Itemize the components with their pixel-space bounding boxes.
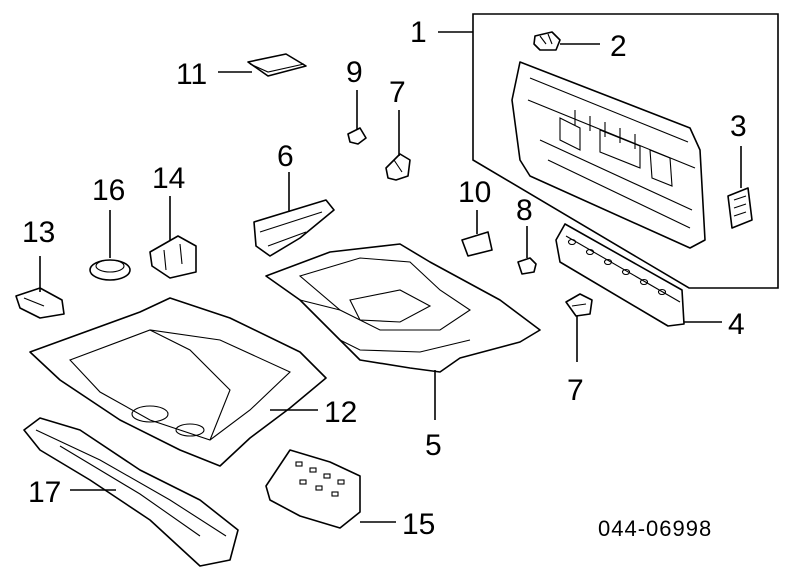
part-12-main-floor-pan xyxy=(29,297,327,467)
callout-7-upper: 7 xyxy=(389,76,406,109)
callout-17: 17 xyxy=(28,476,61,509)
callout-9: 9 xyxy=(346,56,363,89)
part-14-bracket xyxy=(149,196,197,279)
part-11-pad xyxy=(218,53,307,77)
callout-11: 11 xyxy=(176,58,207,91)
callout-4: 4 xyxy=(728,308,745,341)
part-2-clip xyxy=(533,31,600,51)
callout-7-lower: 7 xyxy=(567,374,584,407)
callout-12: 12 xyxy=(324,396,357,429)
part-16-grommet xyxy=(89,210,131,281)
diagram-code: 044-06998 xyxy=(598,516,712,541)
callout-16: 16 xyxy=(92,174,125,207)
callout-6: 6 xyxy=(277,140,294,173)
part-7-bracket-lower xyxy=(565,293,593,362)
callout-10: 10 xyxy=(458,176,491,209)
callout-13: 13 xyxy=(22,216,55,249)
part-9-bracket xyxy=(347,90,367,145)
part-13-bracket xyxy=(15,256,65,319)
part-6-side-rail xyxy=(253,172,335,257)
part-3-bracket xyxy=(727,146,753,229)
callout-14: 14 xyxy=(152,162,185,195)
callout-2: 2 xyxy=(610,30,627,63)
callout-1: 1 xyxy=(410,16,427,49)
callout-3: 3 xyxy=(730,110,747,143)
part-rear-panel xyxy=(511,61,706,249)
part-10-plug xyxy=(461,210,493,257)
callout-5: 5 xyxy=(425,429,442,462)
assembly-box-1 xyxy=(438,13,779,289)
part-8-clip xyxy=(517,226,537,275)
part-15-reinforcement xyxy=(265,449,396,529)
callout-8: 8 xyxy=(516,194,533,227)
part-17-side-member xyxy=(23,417,239,567)
callout-15: 15 xyxy=(402,508,435,541)
part-7-bracket-upper xyxy=(385,110,411,181)
part-4-cross-member xyxy=(555,223,722,327)
part-5-rear-floor-pan xyxy=(265,243,541,420)
